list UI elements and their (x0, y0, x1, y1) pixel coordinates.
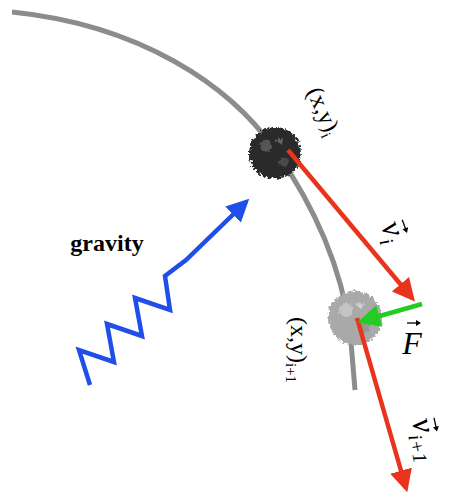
subscript-label: i+1 (283, 363, 298, 383)
label-group: vi (371, 216, 413, 247)
symbol-label: v (408, 415, 442, 436)
orbit-arc (12, 12, 355, 390)
vector-arrow (430, 416, 441, 433)
label-group: (x,y)i+1 (283, 317, 311, 383)
symbol-label: (x,y) (287, 317, 311, 363)
velocity-arrow (357, 318, 406, 488)
label-group: F (402, 327, 422, 359)
symbol-label: F (402, 327, 422, 359)
velocity-arrow (288, 150, 412, 298)
gravity-arrow (79, 202, 246, 385)
label-group: (x,y)i (299, 83, 345, 140)
subscript-label: i (376, 236, 397, 248)
vector-arrow (398, 218, 411, 236)
vector-arrow (406, 319, 422, 327)
symbol-label: (x,y) (303, 83, 344, 135)
label-group: vi+1 (402, 415, 448, 465)
symbol-label: gravity (70, 231, 143, 255)
label-group: gravity (70, 231, 143, 255)
subscript-label: i+1 (405, 433, 430, 465)
force-arrow (362, 304, 422, 321)
